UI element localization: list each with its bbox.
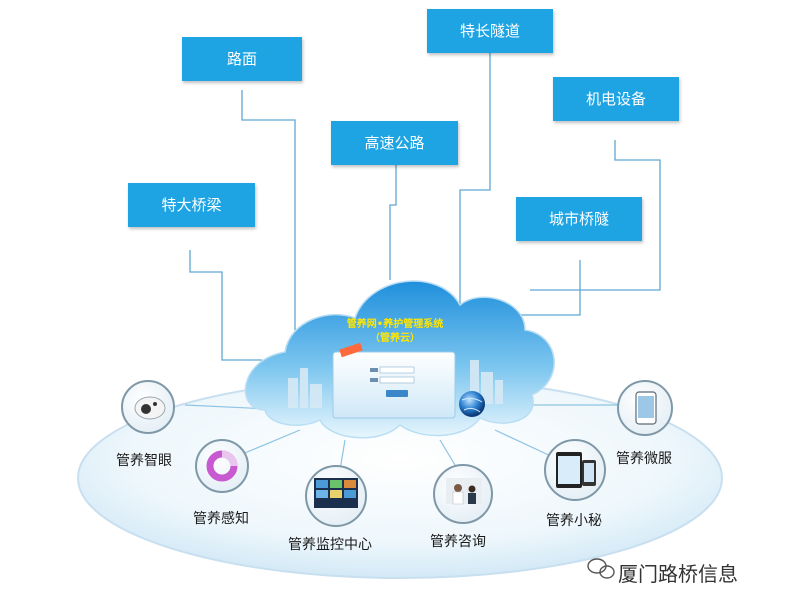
service-connectors: [184, 404, 620, 471]
consulting-icon: [433, 464, 493, 524]
tablet-phone-icon: [544, 439, 606, 501]
service-micro-service: 管养微服: [616, 451, 672, 467]
cloud-title: 管养网•养护管理系统 （管养云）: [330, 318, 460, 346]
city-skyline: [288, 360, 503, 408]
connector-lines: [189, 52, 661, 361]
camera-icon: [121, 380, 175, 434]
phone-icon: [617, 380, 673, 436]
topic-mechanical-electrical: 机电设备: [553, 77, 679, 121]
topic-expressway: 高速公路: [331, 121, 458, 165]
topic-long-tunnel: 特长隧道: [427, 9, 553, 53]
wechat-icon: [587, 558, 615, 579]
service-monitoring-center: 管养监控中心: [288, 537, 372, 553]
topic-urban-bridge-tunnel: 城市桥隧: [516, 197, 642, 241]
globe-icon: [459, 391, 485, 417]
service-perception: 管养感知: [193, 511, 249, 527]
topic-road-surface: 路面: [182, 37, 302, 81]
cloud-title-line1: 管养网•养护管理系统: [346, 319, 444, 330]
service-consulting: 管养咨询: [430, 534, 486, 550]
donut-chart-icon: [195, 439, 249, 493]
service-icons: [121, 380, 673, 527]
cloud-title-line2: （管养云）: [370, 333, 420, 344]
service-secretary: 管养小秘: [546, 513, 602, 529]
login-screen: [332, 342, 456, 419]
service-smart-eye: 管养智眼: [116, 453, 172, 469]
topic-large-bridge: 特大桥梁: [128, 183, 255, 227]
watermark-text: 厦门路桥信息: [618, 562, 738, 586]
monitor-wall-icon: [305, 465, 367, 527]
watermark: 厦门路桥信息: [578, 552, 783, 588]
